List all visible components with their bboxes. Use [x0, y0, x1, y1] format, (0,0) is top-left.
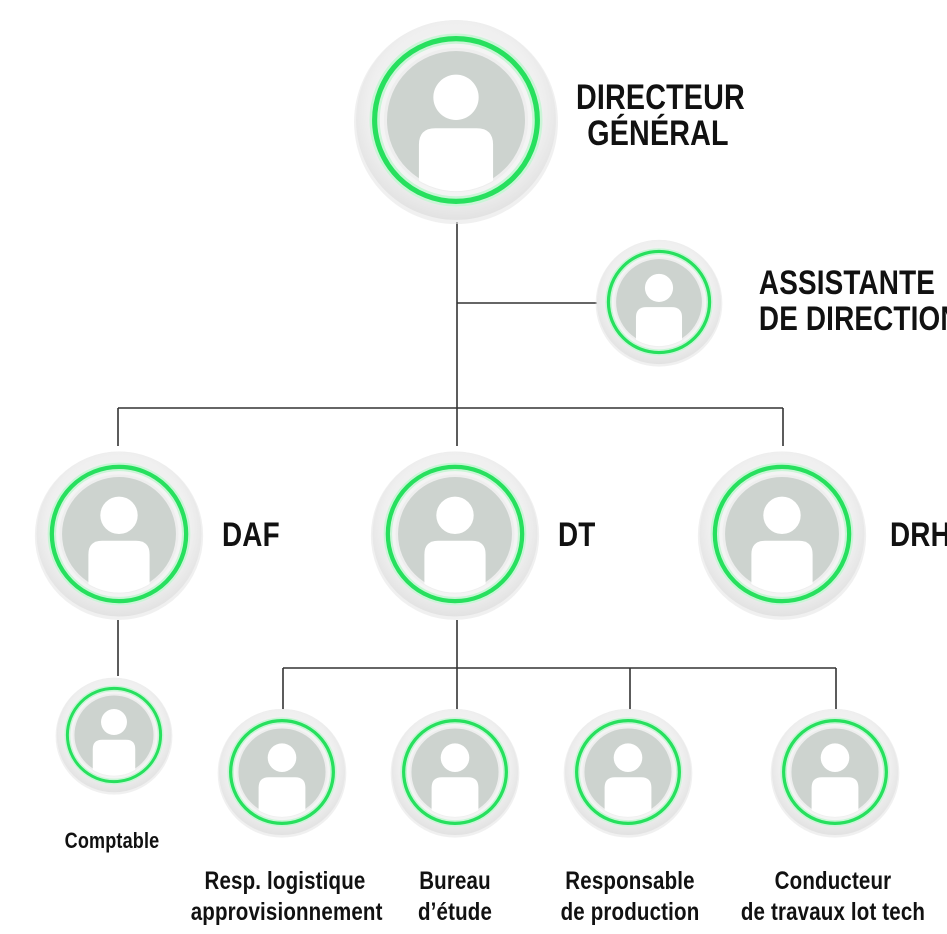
- avatar-ring: [49, 464, 189, 604]
- label-line: d’étude: [417, 898, 493, 926]
- person-body: [92, 739, 136, 776]
- label-assistante-direction: ASSISTANTE DE DIRECTION: [758, 264, 947, 338]
- node-dt: [370, 449, 540, 620]
- label-line: Responsable: [565, 867, 695, 895]
- person-body: [431, 777, 479, 817]
- label-daf: DAF: [222, 517, 280, 553]
- avatar-ring: [575, 719, 681, 825]
- person-head: [267, 743, 297, 772]
- label-bureau-etude: Bureau d’étude: [402, 866, 509, 928]
- label-line: Conducteur: [774, 867, 892, 895]
- person-avatar-icon: [697, 451, 867, 620]
- person-glyph: [604, 743, 652, 817]
- person-glyph: [258, 743, 306, 817]
- person-avatar-icon: [34, 451, 204, 620]
- label-line: DE DIRECTION: [758, 300, 947, 338]
- person-avatar-icon: [595, 239, 723, 367]
- person-body: [635, 307, 683, 347]
- label-line: Bureau: [419, 867, 491, 895]
- label-line: Comptable: [64, 828, 160, 853]
- label-line: Resp. logistique: [204, 867, 366, 895]
- node-responsable-production: [563, 707, 693, 838]
- avatar-ring: [712, 464, 852, 604]
- avatar-ring: [372, 36, 540, 204]
- person-avatar-icon: [55, 677, 173, 795]
- avatar-ring: [782, 719, 888, 825]
- avatar-ring: [402, 719, 508, 825]
- node-assistante-direction: [595, 238, 723, 367]
- person-glyph: [88, 496, 150, 593]
- person-body: [418, 128, 494, 192]
- person-body: [811, 777, 859, 817]
- label-drh: DRH: [890, 517, 947, 553]
- avatar-ring: [65, 686, 163, 784]
- person-avatar-icon: [217, 708, 347, 838]
- avatar-ring: [229, 719, 335, 825]
- person-glyph: [418, 74, 494, 192]
- label-resp-logistique: Resp. logistique approvisionnement: [190, 866, 383, 928]
- avatar-ring: [606, 249, 712, 355]
- person-body: [88, 540, 150, 593]
- label-responsable-production: Responsable de production: [548, 866, 712, 928]
- person-body: [424, 540, 486, 593]
- person-glyph: [635, 273, 683, 347]
- person-glyph: [431, 743, 479, 817]
- label-directeur-general: DIRECTEUR GÉNÉRAL: [576, 78, 745, 153]
- label-line: DAF: [222, 516, 280, 554]
- person-head: [644, 273, 674, 302]
- label-line: approvisionnement: [190, 898, 383, 926]
- label-conducteur-travaux: Conducteur de travaux lot tech: [740, 866, 925, 928]
- node-directeur-general: [353, 17, 559, 225]
- label-line: DT: [558, 516, 596, 554]
- person-head: [433, 74, 479, 120]
- person-glyph: [751, 496, 813, 593]
- label-line: DIRECTEUR: [576, 78, 745, 117]
- person-head: [763, 496, 801, 534]
- person-head: [613, 743, 643, 772]
- node-daf: [34, 449, 204, 620]
- node-comptable: [55, 676, 173, 795]
- label-line: GÉNÉRAL: [587, 114, 729, 153]
- avatar-ring: [385, 464, 525, 604]
- person-avatar-icon: [770, 708, 900, 838]
- person-head: [100, 496, 138, 534]
- node-resp-logistique: [217, 707, 347, 838]
- person-body: [258, 777, 306, 817]
- label-dt: DT: [558, 517, 596, 553]
- person-head: [101, 709, 127, 735]
- node-bureau-etude: [390, 707, 520, 838]
- label-line: ASSISTANTE: [758, 264, 936, 302]
- node-conducteur-travaux: [770, 707, 900, 838]
- person-body: [604, 777, 652, 817]
- label-line: de travaux lot tech: [740, 898, 926, 926]
- person-head: [820, 743, 850, 772]
- person-avatar-icon: [390, 708, 520, 838]
- person-body: [751, 540, 813, 593]
- person-glyph: [424, 496, 486, 593]
- person-head: [440, 743, 470, 772]
- person-glyph: [811, 743, 859, 817]
- label-line: DRH: [890, 516, 947, 554]
- label-comptable: Comptable: [63, 828, 161, 854]
- person-avatar-icon: [563, 708, 693, 838]
- person-avatar-icon: [354, 20, 558, 225]
- person-head: [436, 496, 474, 534]
- node-drh: [697, 449, 867, 620]
- label-line: de production: [560, 898, 700, 926]
- person-avatar-icon: [370, 451, 540, 620]
- person-glyph: [92, 709, 136, 776]
